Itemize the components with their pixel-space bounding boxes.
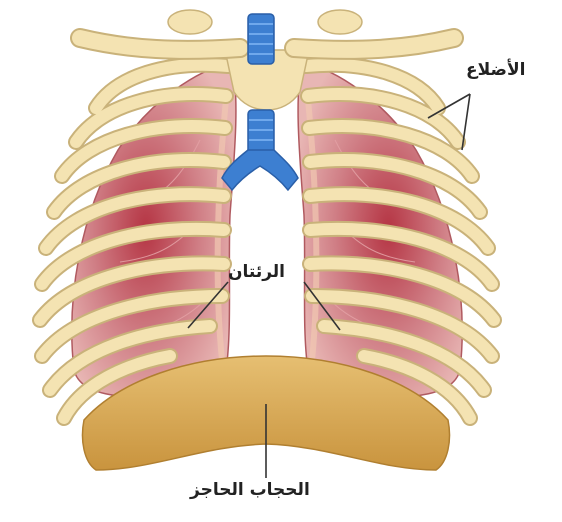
ribs-label: الأضلاع [466,60,525,80]
ribs-leader-2 [462,94,470,150]
lungs-label: الرئتان [228,262,285,282]
diaphragm-label: الحجاب الحاجز [190,480,310,500]
